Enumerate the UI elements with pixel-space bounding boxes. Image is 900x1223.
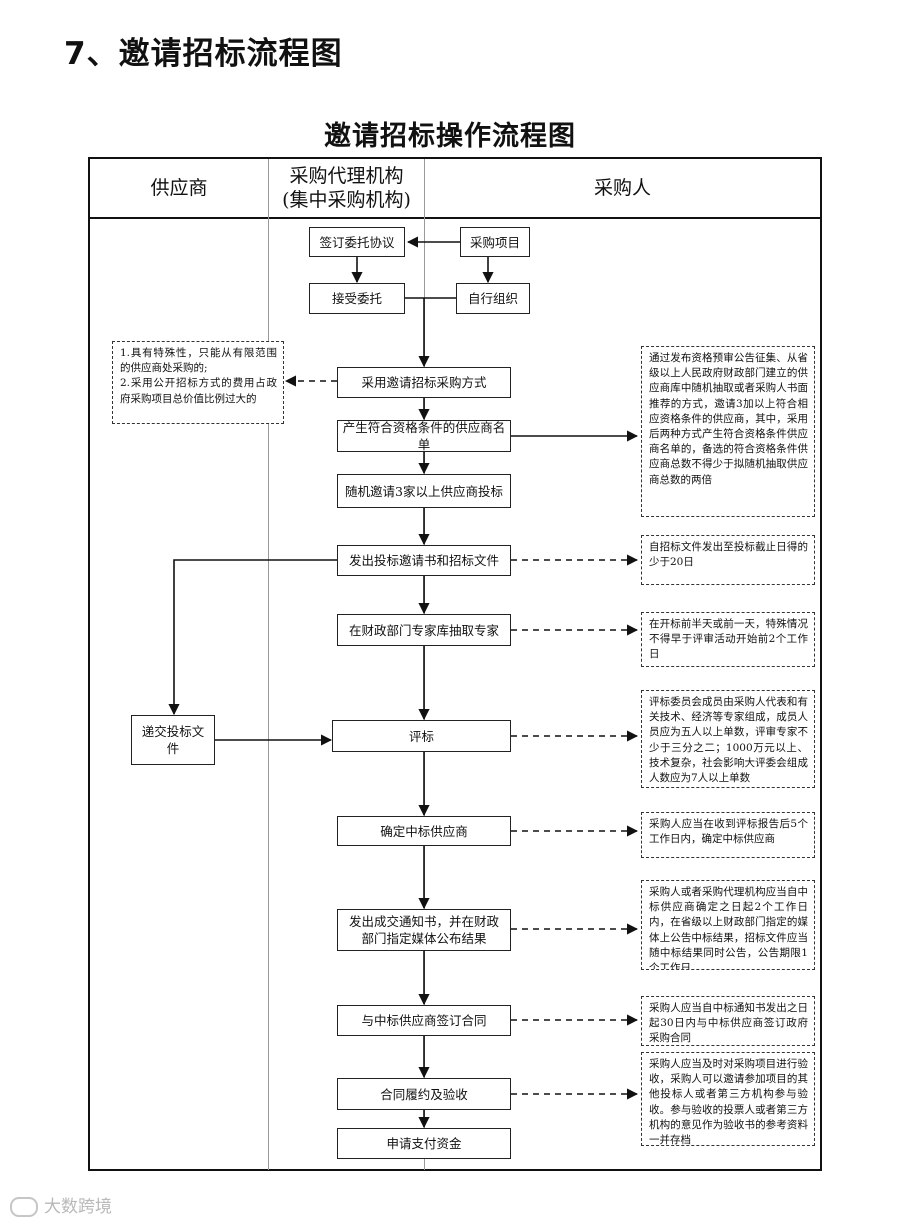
note-qualification: 通过发布资格预审公告征集、从省级以上人民政府财政部门建立的供应商库中随机抽取或者… xyxy=(641,346,815,517)
box-sign-contract: 与中标供应商签订合同 xyxy=(337,1005,511,1036)
section-title: 7、邀请招标流程图 xyxy=(64,36,343,72)
arrow-documents-to-submit xyxy=(168,559,337,716)
note-winner-timing: 采购人应当在收到评标报告后5个工作日内，确定中标供应商 xyxy=(641,812,815,858)
box-self-organize: 自行组织 xyxy=(456,283,530,314)
chart-title: 邀请招标操作流程图 xyxy=(324,121,576,152)
lane-divider-left xyxy=(268,159,269,1170)
box-sign-agreement: 签订委托协议 xyxy=(309,227,405,257)
box-submit-bid: 递交投标文件 xyxy=(131,715,215,765)
note-expert-timing: 在开标前半天或前一天，特殊情况不得早于评审活动开始前2个工作日 xyxy=(641,612,815,667)
note-acceptance: 采购人应当及时对采购项目进行验收，采购人可以邀请参加项目的其他投标人或者第三方机… xyxy=(641,1052,815,1146)
note-special-conditions: 1.具有特殊性，只能从有限范围的供应商处采购的; 2.采用公开招标方式的费用占政… xyxy=(112,341,284,424)
box-perform-accept: 合同履约及验收 xyxy=(337,1078,511,1110)
watermark-logo-icon xyxy=(10,1197,38,1217)
box-determine-winner: 确定中标供应商 xyxy=(337,816,511,846)
watermark: 大数跨境 xyxy=(10,1192,112,1217)
box-draw-experts: 在财政部门专家库抽取专家 xyxy=(337,614,511,646)
box-accept-commission: 接受委托 xyxy=(309,283,405,314)
box-purchase-project: 采购项目 xyxy=(460,227,530,257)
lane-header-agency: 采购代理机构 (集中采购机构) xyxy=(282,165,411,211)
box-issue-notice: 发出成交通知书，并在财政 部门指定媒体公布结果 xyxy=(337,909,511,951)
note-contract-timing: 采购人应当自中标通知书发出之日起30日内与中标供应商签订政府采购合同 xyxy=(641,996,815,1046)
box-generate-list: 产生符合资格条件的供应商名单 xyxy=(337,420,511,452)
flowchart-frame xyxy=(88,157,822,1171)
header-divider xyxy=(88,217,822,219)
note-announce: 采购人或者采购代理机构应当自中标供应商确定之日起2个工作日内，在省级以上财政部门… xyxy=(641,880,815,970)
box-issue-documents: 发出投标邀请书和招标文件 xyxy=(337,545,511,576)
watermark-text: 大数跨境 xyxy=(44,1197,112,1217)
note-committee: 评标委员会成员由采购人代表和有关技术、经济等专家组成，成员人员应为五人以上单数，… xyxy=(641,690,815,788)
box-random-invite: 随机邀请3家以上供应商投标 xyxy=(337,474,511,508)
box-apply-payment: 申请支付资金 xyxy=(337,1128,511,1159)
box-adopt-method: 采用邀请招标采购方式 xyxy=(337,367,511,398)
box-evaluation: 评标 xyxy=(332,720,511,752)
note-bid-deadline: 自招标文件发出至投标截止日得的少于20日 xyxy=(641,535,815,585)
lane-header-purchaser: 采购人 xyxy=(593,177,651,199)
lane-header-supplier: 供应商 xyxy=(150,177,208,199)
